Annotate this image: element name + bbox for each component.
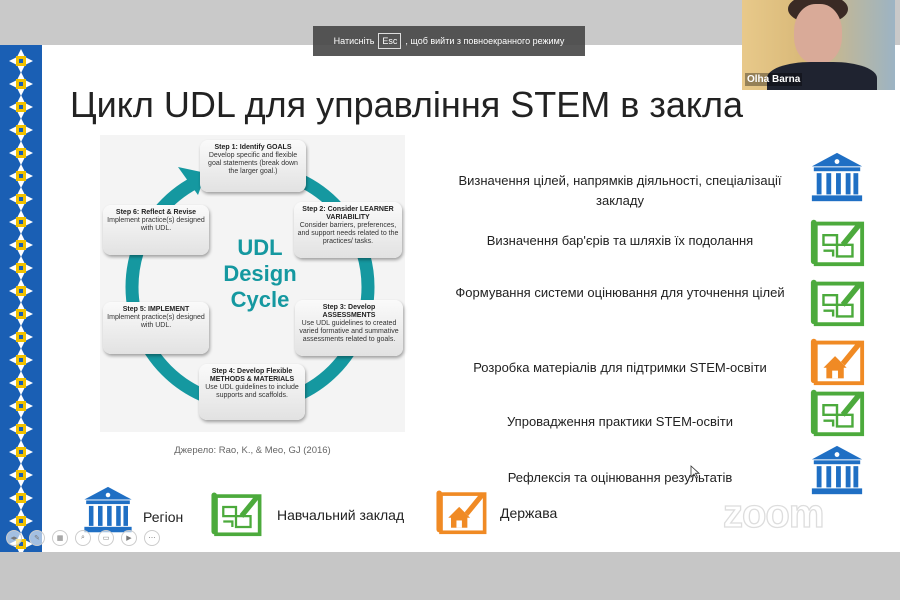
legend-region: Регіон: [143, 509, 184, 525]
ornament-motif: [9, 210, 33, 234]
step-title: Step 5: IMPLEMENT: [122, 306, 190, 313]
center-line: UDL: [237, 235, 283, 260]
ornament-motif: [9, 141, 33, 165]
list-item: Формування системи оцінювання для уточне…: [455, 285, 785, 300]
list-item: Розробка матеріалів для підтримки STEM-о…: [473, 360, 767, 375]
ornament-motif: [9, 233, 33, 257]
zoom-watermark: zoom: [722, 492, 825, 536]
slides-button[interactable]: ▦: [52, 530, 68, 546]
step-title: Step 2: Consider LEARNER VARIABILITY: [302, 206, 394, 222]
subtitles-button[interactable]: ▭: [98, 530, 114, 546]
step-body: Develop specific and flexible goal state…: [208, 152, 298, 176]
step-body: Implement practice(s) designed with UDL.: [107, 217, 205, 233]
center-line: Design: [223, 260, 297, 286]
ornament-motif: [9, 187, 33, 211]
list-item: Визначення бар'єрів та шляхів їх подолан…: [486, 233, 754, 248]
step-title: Step 6: Reflect & Revise: [115, 209, 197, 216]
pen-button[interactable]: ✎: [29, 530, 45, 546]
ornament-motif: [9, 532, 33, 552]
blueprint-icon: [208, 487, 264, 537]
blueprint-icon: [808, 213, 866, 268]
legend-state: Держава: [500, 505, 558, 521]
step-body: Use UDL guidelines to include supports a…: [205, 384, 299, 400]
slide-title: Цикл UDL для управління STEM в закла: [70, 84, 744, 125]
ornament-motif: [9, 509, 33, 533]
participant-name: Olha Barna: [745, 73, 803, 86]
ornament-motif: [9, 463, 33, 487]
legend-school: Навчальний заклад: [277, 507, 405, 523]
ornament-motif: [9, 95, 33, 119]
source-caption: Джерело: Rao, K., & Meo, GJ (2016): [100, 432, 405, 467]
list-item: Визначення цілей, напрямків діяльності, …: [458, 173, 782, 208]
blueprint-icon: [808, 383, 866, 438]
step-body: Implement practice(s) designed with UDL.: [107, 314, 205, 330]
house-plan-icon: [433, 485, 489, 535]
participant-video[interactable]: Olha Barna: [742, 0, 895, 90]
step-title: Step 1: Identify GOALS: [214, 144, 292, 151]
house-plan-icon: [808, 332, 866, 387]
list-item: Рефлексія та оцінювання результатів: [507, 470, 733, 485]
ornament-motif: [9, 49, 33, 73]
step-title: Step 3: Develop ASSESSMENTS: [322, 304, 376, 320]
hint-suffix: , щоб вийти з повноекранного режиму: [405, 36, 565, 46]
ornament-motif: [9, 302, 33, 326]
step-4-box: Step 4: Develop Flexible METHODS & MATER…: [199, 364, 305, 420]
camera-button[interactable]: ▶: [121, 530, 137, 546]
bottom-bar: [0, 552, 900, 600]
slide-toolbar: ◂▸ ✎ ▦ ⌕ ▭ ▶ ⋯: [6, 530, 160, 546]
ornament-motif: [9, 394, 33, 418]
ornament-motif: [9, 440, 33, 464]
magnify-button[interactable]: ⌕: [75, 530, 91, 546]
hint-prefix: Натисніть: [333, 36, 375, 46]
ornament-motif: [9, 72, 33, 96]
mouse-cursor-icon: [690, 465, 700, 479]
nav-arrows-button[interactable]: ◂▸: [6, 530, 22, 546]
esc-key: Esc: [378, 33, 402, 49]
step-body: Use UDL guidelines to created varied for…: [299, 320, 399, 344]
ornament-motif: [9, 279, 33, 303]
ornament-motif: [9, 486, 33, 510]
step-body: Consider barriers, preferences, and supp…: [297, 222, 399, 246]
blueprint-icon: [808, 273, 866, 328]
center-line: Cycle: [230, 286, 290, 312]
bank-icon: [808, 150, 866, 205]
ornament-motif: [9, 348, 33, 372]
cycle-center-title: UDL Design Cycle: [210, 235, 310, 313]
bank-icon: [80, 485, 136, 535]
ornament-motif: [9, 164, 33, 188]
ornament-motif: [9, 371, 33, 395]
ornament-motif: [9, 325, 33, 349]
ornament-strip: [0, 45, 42, 552]
ornament-motif: [9, 118, 33, 142]
presentation-slide: Цикл UDL для управління STEM в закла UDL…: [0, 45, 900, 552]
ornament-motif: [9, 417, 33, 441]
ornament-motif: [9, 256, 33, 280]
more-button[interactable]: ⋯: [144, 530, 160, 546]
list-item: Упровадження практики STEM-освіти: [507, 414, 733, 429]
fullscreen-exit-hint: Натисніть Esc , щоб вийти з повноекранно…: [313, 26, 585, 56]
bank-icon: [808, 443, 866, 498]
step-title: Step 4: Develop Flexible METHODS & MATER…: [209, 368, 295, 384]
arrow-head-icon: [178, 167, 206, 195]
